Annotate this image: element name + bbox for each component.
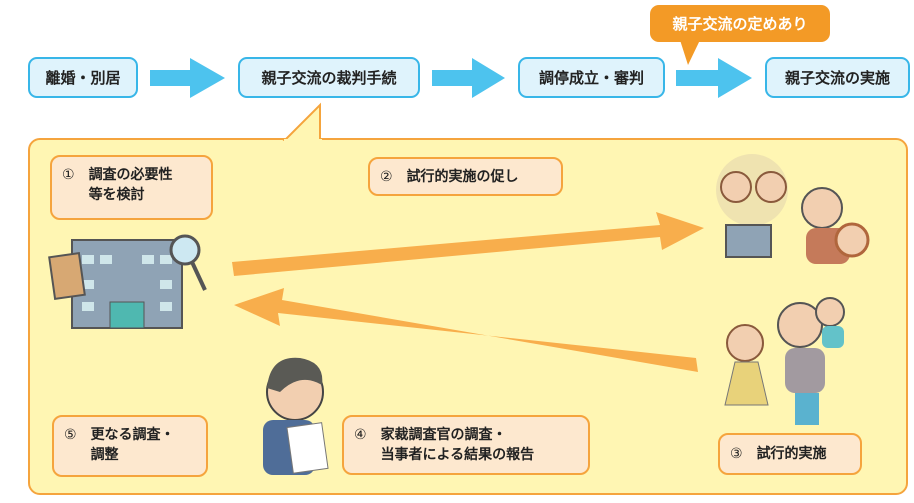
note-text: 家裁調査官の調査・ <box>380 427 507 443</box>
note-number: ① <box>62 167 75 183</box>
flow-arrow-2 <box>432 58 505 98</box>
step-label: 親子交流の実施 <box>784 69 890 87</box>
arrow-to-office <box>234 288 698 372</box>
note-text: 調査の必要性 <box>88 167 173 183</box>
step-court-procedure: 親子交流の裁判手続 <box>238 57 420 98</box>
flow-arrow-1 <box>150 58 225 98</box>
callout-tail <box>680 40 700 65</box>
flow-arrow-3 <box>676 58 752 98</box>
note-text: 試行的実施の促し <box>406 168 519 185</box>
step-label: 親子交流の裁判手続 <box>261 69 397 87</box>
family-illustration-top <box>716 154 870 264</box>
note-number: ③ <box>730 446 743 462</box>
panel-tail <box>282 102 321 141</box>
note-step-4-report: ④ 家裁調査官の調査・当事者による結果の報告 <box>342 415 590 475</box>
arrow-to-family <box>232 212 704 276</box>
note-step-5-further-investigation: ⑤ 更なる調査・調整 <box>52 415 208 477</box>
note-text: 試行的実施 <box>756 446 827 462</box>
step-label: 離婚・別居 <box>45 69 121 87</box>
note-number: ② <box>380 168 393 185</box>
step-visitation: 親子交流の実施 <box>765 57 910 98</box>
note-step-1-consider-investigation: ① 調査の必要性等を検討 <box>50 155 213 220</box>
note-number: ⑤ <box>64 427 77 443</box>
note-text: 等を検討 <box>88 187 145 203</box>
step-label: 調停成立・審判 <box>538 69 644 87</box>
callout-label: 親子交流の定めあり <box>672 15 808 33</box>
family-illustration-bottom <box>724 297 845 425</box>
note-text: 当事者による結果の報告 <box>380 447 535 463</box>
note-text: 更なる調査・ <box>90 427 175 443</box>
court-building-illustration <box>48 234 207 329</box>
note-step-3-trial-implementation: ③ 試行的実施 <box>718 433 862 475</box>
step-mediation-ruling: 調停成立・審判 <box>518 57 665 98</box>
note-step-2-encourage-trial: ② 試行的実施の促し <box>368 157 563 196</box>
note-text: 調整 <box>90 447 119 463</box>
family-court-investigator-illustration <box>263 357 329 475</box>
note-number: ④ <box>354 427 367 443</box>
visitation-agreed-callout: 親子交流の定めあり <box>650 5 830 42</box>
step-divorce-separation: 離婚・別居 <box>28 57 138 98</box>
